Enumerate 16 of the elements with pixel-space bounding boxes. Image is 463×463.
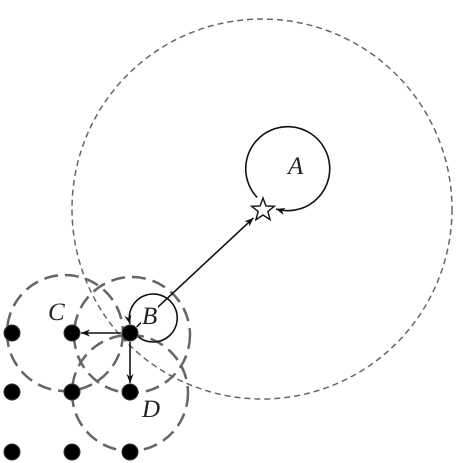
arrow (124, 293, 178, 343)
arrow (245, 126, 330, 214)
arrow (81, 329, 121, 337)
dot-node (3, 443, 21, 461)
dot-node (121, 443, 139, 461)
arrow (126, 342, 134, 383)
dot-node (63, 443, 81, 461)
region-label: C (48, 300, 65, 325)
dot-node (63, 383, 81, 401)
dot-node (3, 383, 21, 401)
dot-node (3, 324, 21, 342)
dot-node (63, 324, 81, 342)
dot-node (121, 383, 139, 401)
star-node (250, 196, 276, 222)
region-label: D (142, 397, 160, 422)
dot-node (121, 324, 139, 342)
